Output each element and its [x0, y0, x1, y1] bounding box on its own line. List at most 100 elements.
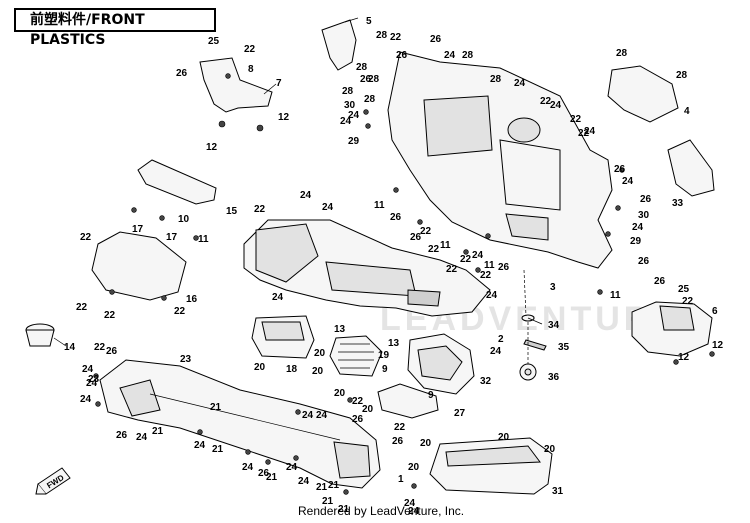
callout: 24	[86, 378, 98, 389]
callout: 20	[314, 348, 326, 359]
callout: 2	[498, 334, 504, 345]
callout: 24	[194, 440, 206, 451]
callout: 22	[174, 306, 186, 317]
fwd-arrow: FWD	[35, 467, 71, 495]
callout: 26	[654, 276, 666, 287]
callout: 30	[344, 100, 356, 111]
callout: 13	[334, 324, 346, 335]
callout: 26	[396, 50, 408, 61]
callout: 20	[254, 362, 266, 373]
callout: 21	[316, 482, 328, 493]
part-tray-31	[429, 437, 553, 495]
callout: 23	[88, 374, 100, 385]
callout: 19	[378, 350, 390, 361]
part-rear-panel-3	[387, 51, 613, 269]
callout: 28	[616, 48, 628, 59]
callout: 22	[76, 302, 88, 313]
callout: 24	[404, 498, 416, 509]
part-bracket-5	[321, 17, 359, 71]
callout: 22	[244, 44, 256, 55]
callout: 24	[272, 292, 284, 303]
callout: 11	[484, 260, 495, 271]
callout: 25	[208, 36, 220, 47]
callout: 28	[356, 62, 368, 73]
callout: 26	[360, 74, 372, 85]
part-cupholder-14	[25, 323, 67, 347]
callout: 26	[640, 194, 652, 205]
part-duct-32	[407, 333, 475, 395]
callout: 20	[312, 366, 324, 377]
part-strip-15	[137, 159, 217, 205]
callout: 24	[82, 364, 94, 375]
callout: 11	[374, 200, 385, 211]
callout: 22	[428, 244, 440, 255]
callout: 35	[558, 342, 570, 353]
callout: 24	[80, 394, 92, 405]
callout: 1	[398, 474, 404, 485]
callout: 26	[498, 262, 510, 273]
part-front-bumper	[99, 359, 381, 489]
callout: 6	[712, 306, 718, 317]
callout: 26	[106, 346, 118, 357]
callout: 22	[394, 422, 406, 433]
callout: 31	[552, 486, 564, 497]
callout: 20	[334, 388, 346, 399]
callout: 13	[388, 338, 400, 349]
callout: 24	[490, 346, 502, 357]
callout: 24	[136, 432, 148, 443]
callout: 24	[550, 100, 562, 111]
callout: 28	[342, 86, 354, 97]
callout: 22	[80, 232, 92, 243]
callout: 24	[632, 222, 644, 233]
callout: 10	[178, 214, 190, 225]
callout: 26	[352, 414, 364, 425]
callout: 21	[328, 480, 340, 491]
callout: 21	[322, 496, 334, 507]
callout: 3	[550, 282, 556, 293]
callout: 24	[300, 190, 312, 201]
callout: 22	[104, 310, 116, 321]
callout: 24	[322, 202, 334, 213]
callout: 24	[348, 110, 360, 121]
callout: 22	[540, 96, 552, 107]
callout: 20	[498, 432, 510, 443]
callout: 28	[676, 70, 688, 81]
callout: 20	[420, 438, 432, 449]
callout: 21	[338, 504, 350, 515]
callout: 7	[276, 78, 282, 89]
callout: 26	[258, 468, 270, 479]
callout: 18	[286, 364, 298, 375]
callout: 17	[166, 232, 178, 243]
callout: 26	[176, 68, 188, 79]
callout: 24	[316, 410, 328, 421]
callout: 22	[578, 128, 590, 139]
callout: 34	[548, 320, 560, 331]
callout: 22	[254, 204, 266, 215]
callout: 26	[390, 212, 402, 223]
callout: 9	[428, 390, 434, 401]
part-bracket-7	[199, 57, 277, 132]
callout: 26	[392, 436, 404, 447]
callout: 28	[364, 94, 376, 105]
callout: 24	[302, 410, 314, 421]
callout: 24	[298, 476, 310, 487]
callout: 11	[198, 234, 209, 245]
callout: 22	[480, 270, 492, 281]
callout: 20	[544, 444, 556, 455]
part-fender-16	[91, 231, 187, 301]
diagram-title: 前塑料件/FRONT PLASTICS	[14, 8, 216, 48]
callout: 26	[614, 164, 626, 175]
callout: 8	[248, 64, 254, 75]
callout: 17	[132, 224, 144, 235]
callout: 28	[376, 30, 388, 41]
part-grille-19	[329, 335, 383, 377]
callout: 29	[630, 236, 642, 247]
part-duct-27	[377, 383, 439, 419]
callout: 21	[152, 426, 164, 437]
callout: 16	[186, 294, 198, 305]
callout: 24	[242, 462, 254, 473]
part-washer-36	[519, 363, 537, 381]
callout: 22	[446, 264, 458, 275]
